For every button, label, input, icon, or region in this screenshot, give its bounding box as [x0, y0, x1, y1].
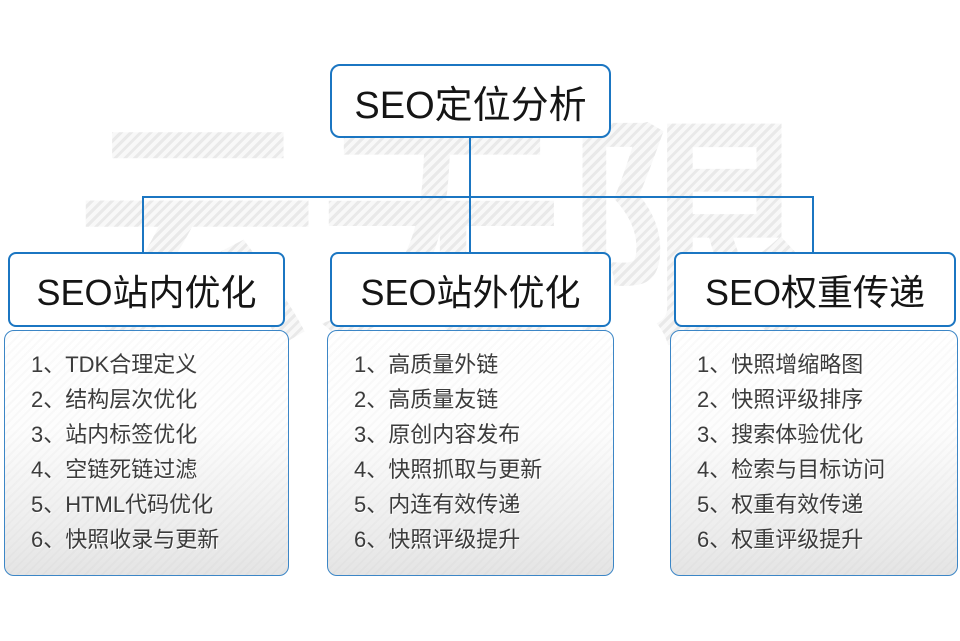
list-item: 4、检索与目标访问	[697, 457, 886, 482]
branch-header-weight: SEO权重传递	[674, 252, 956, 327]
connector-horizontal	[142, 196, 814, 198]
connector-root-stem	[469, 138, 471, 198]
list-item: 2、结构层次优化	[31, 387, 198, 412]
list-item: 3、原创内容发布	[354, 422, 521, 447]
branch-header-onsite: SEO站内优化	[8, 252, 285, 327]
connector-drop-left	[142, 197, 144, 253]
list-item: 5、HTML代码优化	[31, 492, 214, 517]
list-item: 1、TDK合理定义	[31, 352, 198, 377]
branch-header-offsite: SEO站外优化	[330, 252, 611, 327]
connector-drop-middle	[469, 197, 471, 253]
list-item: 2、高质量友链	[354, 387, 499, 412]
list-item: 3、站内标签优化	[31, 422, 198, 447]
branch-item-list: 1、高质量外链 2、高质量友链 3、原创内容发布 4、快照抓取与更新 5、内连有效传递 6…	[328, 331, 613, 557]
branch-panel-weight: 1、快照增缩略图 2、快照评级排序 3、搜索体验优化 4、检索与目标访问 5、权重有效传…	[670, 330, 958, 576]
root-title: SEO定位分析	[354, 84, 587, 127]
branch-title: SEO站外优化	[360, 271, 581, 313]
list-item: 5、内连有效传递	[354, 492, 521, 517]
list-item: 6、快照收录与更新	[31, 527, 220, 552]
branch-panel-offsite: 1、高质量外链 2、高质量友链 3、原创内容发布 4、快照抓取与更新 5、内连有效传递 6…	[327, 330, 614, 576]
connector-drop-right	[812, 197, 814, 253]
branch-item-list: 1、TDK合理定义 2、结构层次优化 3、站内标签优化 4、空链死链过滤 5、HTML代…	[5, 331, 288, 557]
list-item: 1、快照增缩略图	[697, 352, 864, 377]
list-item: 5、权重有效传递	[697, 492, 864, 517]
list-item: 2、快照评级排序	[697, 387, 864, 412]
list-item: 3、搜索体验优化	[697, 422, 864, 447]
branch-title: SEO站内优化	[36, 271, 257, 313]
list-item: 4、快照抓取与更新	[354, 457, 543, 482]
branch-title: SEO权重传递	[704, 271, 926, 313]
list-item: 6、权重评级提升	[697, 527, 864, 552]
root-node: SEO定位分析	[330, 64, 611, 138]
list-item: 6、快照评级提升	[354, 527, 521, 552]
branch-item-list: 1、快照增缩略图 2、快照评级排序 3、搜索体验优化 4、检索与目标访问 5、权重有效传…	[671, 331, 957, 557]
branch-panel-onsite: 1、TDK合理定义 2、结构层次优化 3、站内标签优化 4、空链死链过滤 5、HTML代…	[4, 330, 289, 576]
list-item: 1、高质量外链	[354, 352, 499, 377]
list-item: 4、空链死链过滤	[31, 457, 198, 482]
